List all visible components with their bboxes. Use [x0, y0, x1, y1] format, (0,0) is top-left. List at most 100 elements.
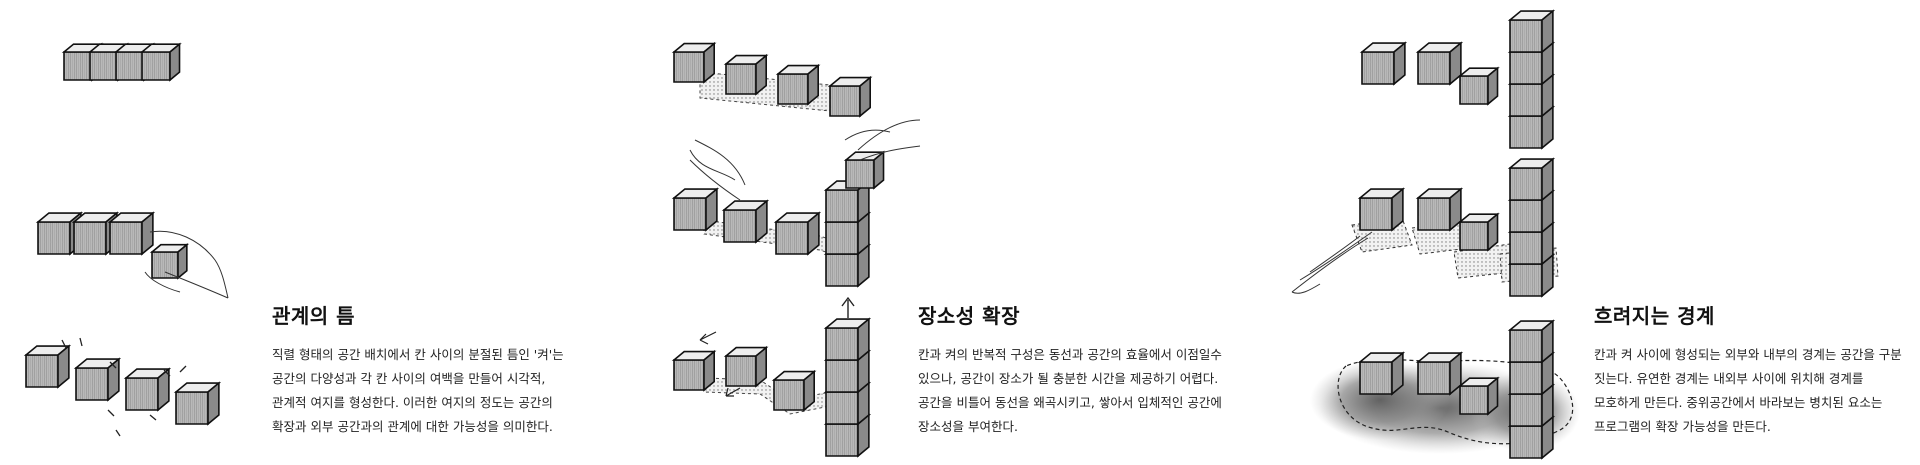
- cube-front-face: [109, 221, 143, 255]
- cube-25: [771, 369, 817, 412]
- cube-side-face: [1541, 157, 1554, 202]
- cube-side-face: [755, 53, 768, 96]
- cube-front-face: [1509, 167, 1543, 201]
- cube-10: [123, 367, 172, 412]
- cube-front-face: [1361, 51, 1395, 85]
- cube-front-face: [829, 85, 861, 117]
- cube-side-face: [703, 41, 716, 84]
- cube-front-face: [725, 355, 757, 387]
- cube-side-face: [1541, 9, 1554, 54]
- cube-side-face: [807, 63, 820, 106]
- blurred-boundary: [1310, 360, 1450, 440]
- cube-43: [1507, 157, 1556, 202]
- cube-front-face: [773, 379, 805, 411]
- cube-front-face: [63, 51, 93, 81]
- cube-front-face: [777, 73, 809, 105]
- cube-side-face: [1391, 187, 1404, 232]
- cube-front-face: [1509, 425, 1543, 459]
- cube-23: [671, 349, 717, 392]
- cube-front-face: [1459, 75, 1489, 105]
- cube-side-face: [703, 349, 716, 392]
- cube-side-face: [1391, 351, 1404, 396]
- cube-front-face: [1509, 361, 1543, 395]
- gap-tick: [107, 409, 115, 417]
- up-arrow: [841, 296, 855, 318]
- cube-front-face: [725, 63, 757, 95]
- cube-50: [1507, 319, 1556, 364]
- hand-sketch: [1291, 231, 1373, 294]
- cube-front-face: [1509, 19, 1543, 53]
- cube-side-face: [873, 150, 885, 190]
- cube-6: [107, 211, 156, 256]
- cube-front-face: [825, 359, 859, 393]
- cube-front-face: [825, 423, 859, 457]
- cube-side-face: [859, 75, 872, 118]
- panel-1-title: 관계의 틈: [272, 304, 356, 328]
- cube-front-face: [1459, 385, 1489, 415]
- cube-front-face: [1417, 197, 1451, 231]
- panel-3-body: 칸과 켜 사이에 형성되는 외부와 내부의 경계는 공간을 구분 짓는다. 유연…: [1594, 347, 1902, 434]
- cube-side-face: [807, 211, 820, 256]
- cube-front-face: [25, 354, 59, 388]
- cube-side-face: [1541, 319, 1554, 364]
- cube-front-face: [1509, 115, 1543, 149]
- panel-2-title: 장소성 확장: [918, 304, 1020, 328]
- cube-front-face: [723, 209, 757, 243]
- cube-29: [823, 317, 872, 362]
- cube-16: [671, 187, 720, 232]
- cube-side-face: [57, 344, 70, 389]
- cube-8: [23, 344, 72, 389]
- gap-tick: [163, 369, 171, 377]
- cube-18: [773, 211, 822, 256]
- cube-17: [721, 199, 770, 244]
- cube-side-face: [207, 381, 220, 426]
- cube-24: [723, 345, 769, 388]
- cube-46: [1457, 376, 1500, 416]
- cube-front-face: [825, 391, 859, 425]
- panel-3-text: 흐려지는 경계 칸과 켜 사이에 형성되는 외부와 내부의 경계는 공간을 구분…: [1594, 300, 1902, 439]
- cube-front-face: [1509, 199, 1543, 233]
- cube-side-face: [107, 357, 120, 402]
- cube-front-face: [89, 51, 119, 81]
- cube-15: [827, 75, 873, 118]
- cube-side-face: [177, 243, 188, 280]
- cube-side-face: [1487, 376, 1499, 416]
- panel-2-text: 장소성 확장 칸과 켜의 반복적 구성은 동선과 공간의 효율에서 이점일수 있…: [918, 300, 1228, 439]
- gap-tick: [109, 361, 117, 369]
- panel-1-text: 관계의 틈 직렬 형태의 공간 배치에서 칸 사이의 분절된 틈인 '켜'는 공…: [272, 300, 572, 439]
- cube-side-face: [803, 369, 816, 412]
- cube-front-face: [1459, 221, 1489, 251]
- gap-tick: [115, 429, 121, 437]
- cube-front-face: [825, 189, 859, 223]
- cube-side-face: [169, 42, 181, 82]
- hand-sketch: [844, 119, 921, 161]
- cube-front-face: [115, 51, 145, 81]
- gap-tick: [79, 337, 83, 347]
- cube-side-face: [705, 187, 718, 232]
- cube-front-face: [1509, 263, 1543, 297]
- cube-11: [173, 381, 222, 426]
- cube-front-face: [673, 197, 707, 231]
- cube-7: [149, 243, 190, 280]
- cube-45: [1415, 351, 1464, 396]
- cube-9: [73, 357, 122, 402]
- panel-2-body: 칸과 켜의 반복적 구성은 동선과 공간의 효율에서 이점일수 있으나, 공간이…: [918, 347, 1222, 434]
- cube-12: [671, 41, 717, 84]
- cube-front-face: [673, 359, 705, 391]
- cube-front-face: [125, 377, 159, 411]
- cube-side-face: [755, 199, 768, 244]
- cube-38: [1415, 187, 1464, 232]
- cube-side-face: [1393, 41, 1406, 86]
- cube-front-face: [1359, 197, 1393, 231]
- cube-front-face: [825, 253, 859, 287]
- cube-36: [1507, 9, 1556, 54]
- cube-44: [1357, 351, 1406, 396]
- cube-front-face: [73, 221, 107, 255]
- cube-side-face: [1487, 66, 1499, 106]
- cube-22: [843, 150, 886, 190]
- cube-front-face: [1417, 361, 1451, 395]
- cube-side-face: [1487, 212, 1499, 252]
- cube-front-face: [1417, 51, 1451, 85]
- cube-front-face: [1509, 83, 1543, 117]
